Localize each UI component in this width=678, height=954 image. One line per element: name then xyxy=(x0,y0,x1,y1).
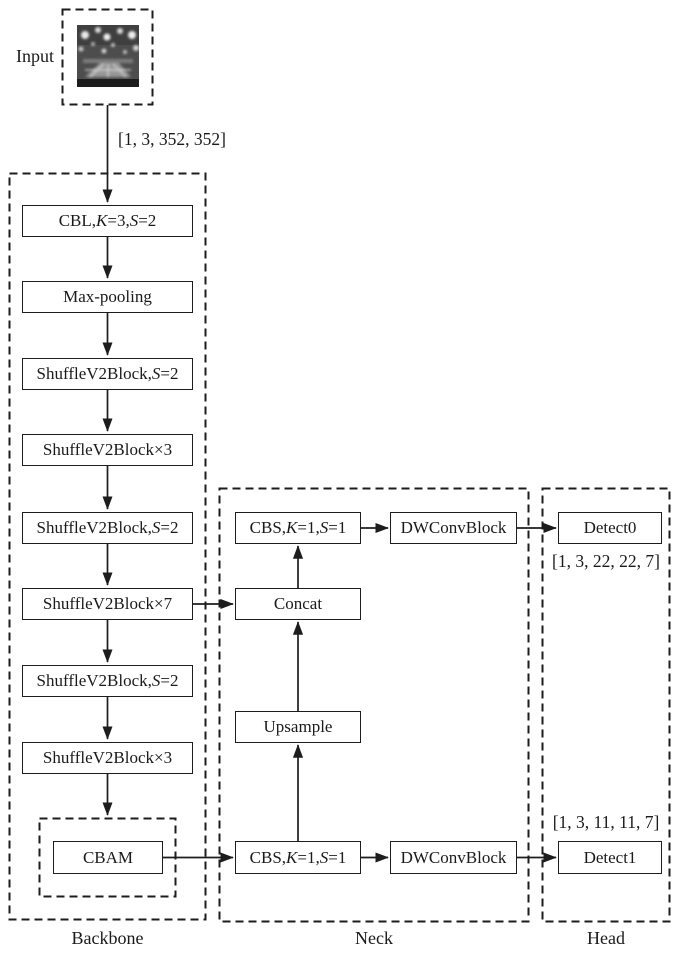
block-shufflev2-x3-b: ShuffleV2Block×3 xyxy=(22,742,193,774)
block-cbl: CBL, K=3, S=2 xyxy=(22,205,193,237)
block-cbs-top: CBS, K=1, S=1 xyxy=(235,512,361,544)
block-detect1: Detect1 xyxy=(558,841,662,874)
block-concat: Concat xyxy=(235,588,361,620)
backbone-title: Backbone xyxy=(71,928,144,948)
block-dwconv-bottom: DWConvBlock xyxy=(390,841,517,874)
input-label: Input xyxy=(16,46,54,66)
block-shufflev2-x7: ShuffleV2Block×7 xyxy=(22,588,193,620)
block-shufflev2-x3-a: ShuffleV2Block×3 xyxy=(22,434,193,466)
night-road-scene-image xyxy=(77,25,139,87)
input-tensor-label: [1, 3, 352, 352] xyxy=(118,129,226,149)
block-shufflev2-s2-b: ShuffleV2Block, S=2 xyxy=(22,512,193,544)
block-detect0: Detect0 xyxy=(558,512,662,544)
block-dwconv-top: DWConvBlock xyxy=(390,512,517,544)
detect1-tensor-label: [1, 3, 11, 11, 7] xyxy=(552,812,660,832)
neck-title: Neck xyxy=(355,928,393,948)
block-upsample: Upsample xyxy=(235,711,361,743)
block-shufflev2-s2-c: ShuffleV2Block, S=2 xyxy=(22,665,193,697)
head-title: Head xyxy=(587,928,625,948)
input-image xyxy=(77,25,139,87)
block-cbam: CBAM xyxy=(53,841,163,874)
block-max-pooling: Max-pooling xyxy=(22,281,193,313)
detect0-tensor-label: [1, 3, 22, 22, 7] xyxy=(552,551,660,571)
block-cbs-bottom: CBS, K=1, S=1 xyxy=(235,841,361,874)
block-shufflev2-s2-a: ShuffleV2Block, S=2 xyxy=(22,358,193,390)
